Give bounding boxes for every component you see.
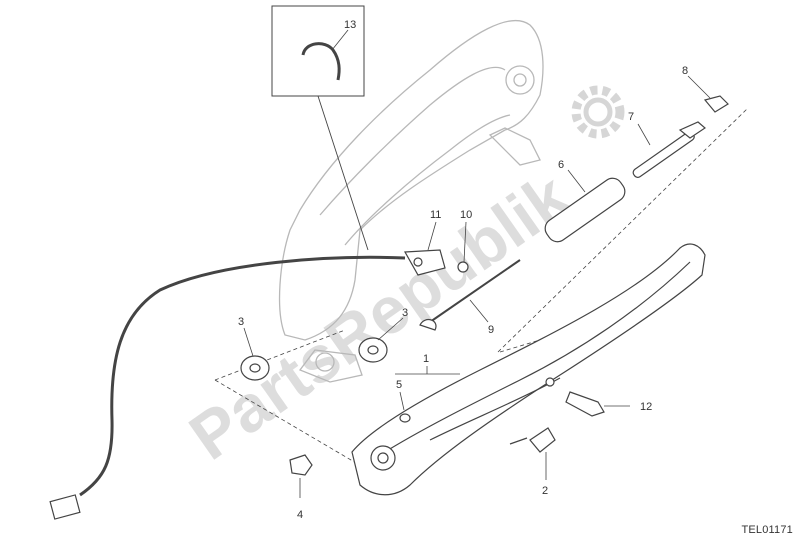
gear-icon — [571, 85, 625, 139]
callout-9: 8 — [682, 65, 688, 77]
leader-lines — [243, 29, 711, 498]
callout-8: 7 — [628, 111, 634, 123]
side-stand-part — [351, 243, 706, 496]
callout-3-left: 3 — [238, 316, 244, 328]
callouts: 13 8 7 6 11 10 3 3 9 1 5 12 2 4 — [238, 19, 688, 521]
cable-clip-part — [301, 42, 341, 81]
callout-2: 2 — [542, 485, 548, 497]
sensor-cable — [49, 249, 446, 520]
callout-13: 13 — [344, 19, 356, 31]
callout-4: 4 — [297, 509, 303, 521]
reference-code: TEL01171 — [741, 524, 793, 536]
callout-7: 6 — [558, 159, 564, 171]
callout-11: 11 — [430, 209, 441, 221]
callout-10: 10 — [460, 209, 472, 221]
frame-bracket — [278, 20, 544, 383]
callout-5: 5 — [396, 379, 402, 391]
callout-12: 12 — [640, 401, 652, 413]
inset-box — [271, 5, 369, 251]
callout-3-right: 3 — [402, 307, 408, 319]
callout-6: 9 — [488, 324, 494, 336]
callout-1: 1 — [423, 353, 429, 365]
small-parts — [240, 95, 729, 476]
